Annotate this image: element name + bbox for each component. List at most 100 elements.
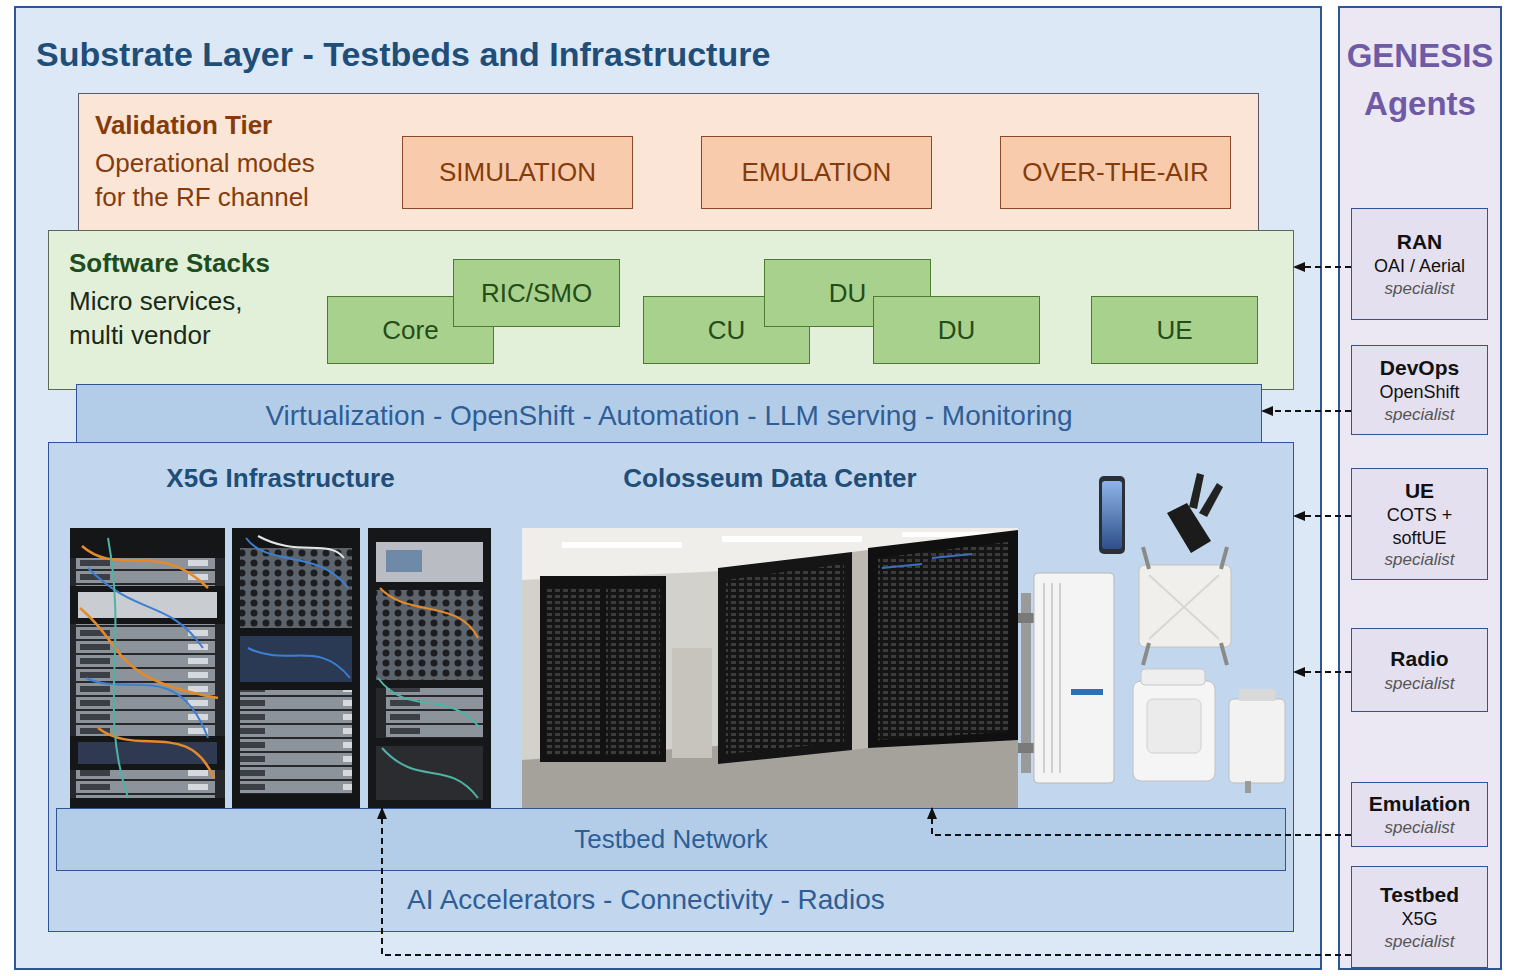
agent-box: RANOAI / Aerialspecialist	[1351, 208, 1488, 320]
node-text: COTS + softUE	[1358, 504, 1481, 549]
illustration-part	[878, 542, 1008, 740]
illustration-part	[522, 528, 1018, 808]
phone-icon	[1099, 476, 1125, 554]
node-heading: Substrate Layer - Testbeds and Infrastru…	[36, 34, 1320, 75]
dashed-arrow	[1294, 266, 1351, 268]
illustration-part	[718, 552, 852, 764]
dashed-arrow	[1294, 671, 1351, 673]
testbed-photo-group: X5G Infrastructure	[68, 462, 493, 808]
node-heading: Colosseum Data Center	[522, 462, 1018, 495]
radio-unit	[1229, 689, 1285, 793]
node-heading: EMULATION	[742, 156, 892, 189]
illustration-part	[1189, 473, 1204, 509]
radio-unit	[1133, 669, 1215, 781]
radio-unit	[1139, 547, 1231, 665]
node-text: specialist	[1385, 931, 1455, 952]
illustration-part	[368, 528, 491, 808]
illustration-part	[722, 536, 862, 542]
node-text: specialist	[1385, 404, 1455, 425]
service-box: DU	[873, 296, 1040, 364]
radio-unit	[1017, 573, 1114, 783]
illustration-part	[380, 588, 478, 638]
illustration-part	[240, 690, 352, 794]
node-heading: RAN	[1397, 229, 1443, 255]
network-band: Testbed Network	[56, 808, 1286, 871]
rack	[232, 528, 360, 808]
node-heading: Software Stacks	[69, 247, 1293, 281]
service-box: RIC/SMO	[453, 259, 620, 327]
mode-box: SIMULATION	[402, 136, 633, 209]
node-text: specialist	[1385, 673, 1455, 694]
node-text: Micro services, multi vendor	[69, 285, 269, 353]
agents-panel: GENESIS AgentsRANOAI / AerialspecialistD…	[1338, 6, 1502, 970]
illustration-part	[232, 528, 360, 808]
illustration-part	[70, 770, 225, 798]
illustration-part	[672, 648, 712, 758]
illustration-part	[386, 550, 422, 572]
node-text: specialist	[1385, 549, 1455, 570]
data-center-photo	[522, 528, 1018, 808]
node-heading: DU	[938, 314, 976, 347]
rack	[70, 528, 225, 808]
illustration-part	[376, 542, 483, 582]
mode-box: OVER-THE-AIR	[1000, 136, 1231, 209]
dashed-arrow	[932, 808, 1351, 835]
node-text: specialist	[1385, 817, 1455, 838]
infrastructure-panel: AI Accelerators - Connectivity - Radios	[48, 442, 1294, 932]
server-racks-photo	[68, 528, 493, 808]
illustration-part	[882, 554, 972, 568]
illustration-part	[606, 588, 660, 756]
illustration-part	[1141, 669, 1205, 685]
illustration-part	[1139, 565, 1231, 647]
illustration-part	[258, 536, 344, 558]
illustration-part	[540, 576, 666, 762]
illustration-part	[1245, 781, 1251, 793]
illustration-part	[246, 538, 350, 678]
illustration-part	[1102, 481, 1122, 549]
illustration-part	[562, 542, 682, 548]
dashed-arrow	[1262, 410, 1351, 412]
node-heading: DevOps	[1380, 355, 1459, 381]
dashed-arrow	[382, 808, 1351, 955]
agent-box: TestbedX5Gspecialist	[1351, 866, 1488, 968]
node-heading: Testbed	[1380, 882, 1459, 908]
illustration-part	[726, 564, 844, 754]
illustration-part	[1199, 483, 1223, 517]
substrate-panel: Substrate Layer - Testbeds and Infrastru…	[14, 6, 1322, 970]
illustration-part	[376, 590, 483, 680]
illustration-part	[546, 588, 600, 756]
node-text: X5G	[1401, 908, 1437, 931]
node-text: Operational modes for the RF channel	[95, 147, 340, 215]
agent-box: Emulationspecialist	[1351, 782, 1488, 847]
node-heading: UE	[1405, 478, 1434, 504]
dashed-arrow	[1294, 515, 1351, 517]
illustration-part	[108, 538, 128, 798]
illustration-part	[1229, 699, 1285, 783]
tier-panel: Validation TierOperational modes for the…	[78, 93, 1259, 232]
service-box: UE	[1091, 296, 1258, 364]
illustration-part	[378, 678, 480, 798]
node-heading: CU	[708, 314, 746, 347]
node-heading: Validation Tier	[95, 109, 1258, 143]
illustration-part	[868, 530, 1018, 748]
illustration-part	[1133, 681, 1215, 781]
illustration-part	[1143, 547, 1227, 665]
datacenter-photo: Colosseum Data Center	[522, 462, 1018, 808]
agent-box: UECOTS + softUEspecialist	[1351, 468, 1488, 580]
stack-panel: Software StacksMicro services, multi ven…	[48, 230, 1294, 390]
illustration-part	[852, 550, 868, 750]
illustration-part	[78, 592, 217, 618]
node-text: specialist	[1385, 278, 1455, 299]
node-heading: X5G Infrastructure	[68, 462, 493, 495]
illustration-part	[80, 546, 218, 778]
node-heading: Radio	[1390, 646, 1448, 672]
node-heading: Core	[382, 314, 438, 347]
node-heading: GENESIS Agents	[1340, 32, 1500, 128]
illustration-part	[1099, 476, 1125, 554]
agent-box: Radiospecialist	[1351, 628, 1488, 712]
node-heading: Emulation	[1369, 791, 1471, 817]
node-heading: Virtualization - OpenShift - Automation …	[265, 399, 1072, 433]
mode-box: EMULATION	[701, 136, 932, 209]
rack	[368, 528, 491, 808]
